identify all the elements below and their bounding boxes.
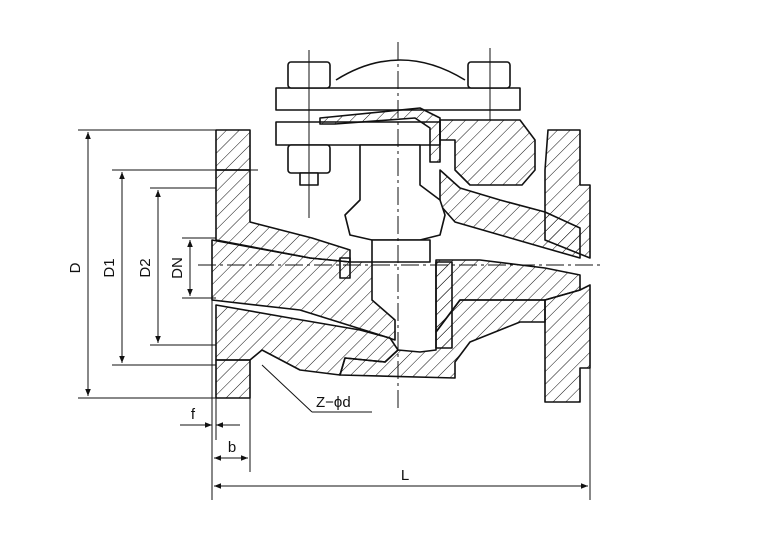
valve-body-section (211, 59, 591, 403)
disc-neck (371, 239, 431, 263)
seat-ring (339, 257, 351, 279)
bonnet-right (439, 119, 536, 186)
label-D2: D2 (137, 258, 154, 277)
label-D1: D1 (101, 258, 118, 277)
label-bolt: Z−ϕd (316, 394, 351, 411)
cover-plate-lower (275, 121, 441, 146)
left-flange-upper (215, 129, 251, 171)
cover-dome (335, 59, 466, 81)
label-f: f (191, 406, 196, 423)
label-DN: DN (169, 257, 186, 279)
outlet-upper-wall (439, 169, 581, 259)
label-L: L (401, 467, 409, 484)
dimension-labels: D D1 D2 DN f b L Z−ϕd (67, 257, 409, 484)
bolt-head-right-top (467, 61, 511, 89)
label-b: b (228, 439, 236, 456)
dimensions (78, 129, 591, 500)
seat-ring-right (435, 261, 453, 349)
center-lines (198, 42, 600, 408)
left-flange-lower (215, 359, 251, 399)
label-D: D (67, 262, 84, 273)
check-disc (344, 144, 446, 241)
right-flange-lower (544, 284, 591, 403)
cover-plate (275, 87, 521, 111)
bolt-leader (261, 364, 313, 413)
